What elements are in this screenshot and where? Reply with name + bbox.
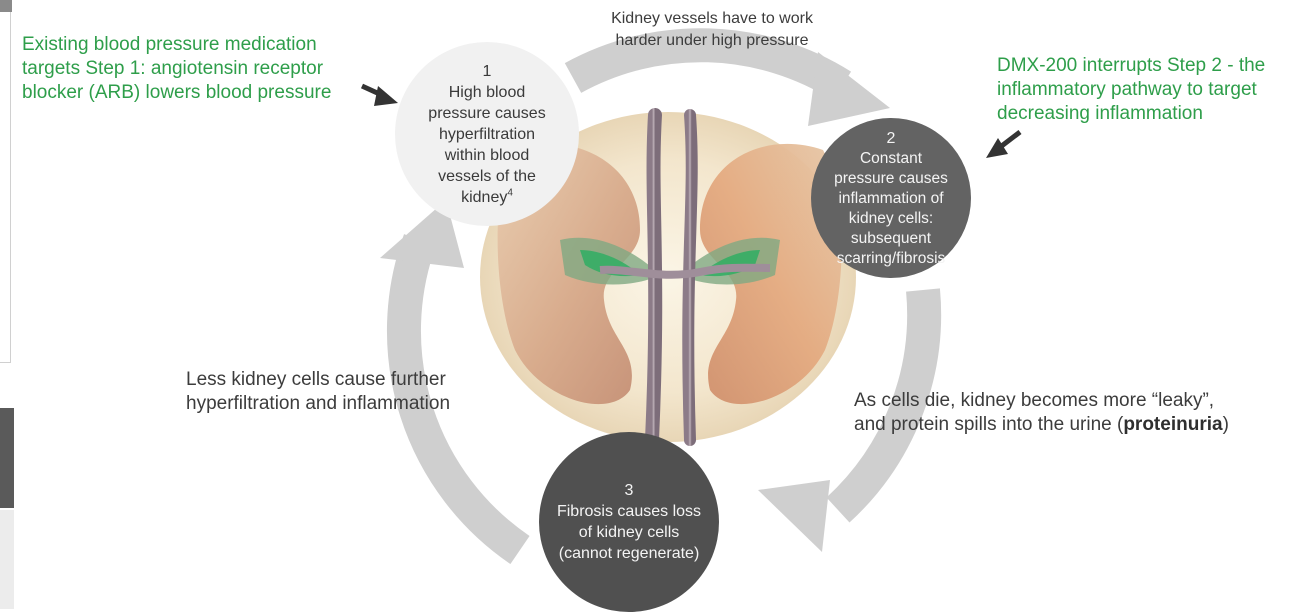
step-text: kidney (461, 189, 507, 206)
note-line: harder under high pressure (580, 30, 844, 52)
step-text-line: scarring/fibrosis (837, 249, 946, 269)
step-text-line: kidney cells: (849, 209, 933, 229)
note-line: targets Step 1: angiotensin receptor (22, 57, 331, 81)
less-cells-note: Less kidney cells cause further hyperfil… (186, 368, 450, 416)
step-text-line: pressure causes (428, 103, 545, 124)
note-line: Kidney vessels have to work (580, 8, 844, 30)
step-text-line: of kidney cells (579, 522, 680, 543)
note-line: Existing blood pressure medication (22, 33, 331, 57)
step-text-line: Constant (860, 149, 922, 169)
vessels-work-note: Kidney vessels have to work harder under… (580, 8, 844, 52)
step-text-line: High blood (449, 82, 526, 103)
step-number: 3 (625, 480, 634, 501)
step-text-line: hyperfiltration (439, 124, 535, 145)
step-2-circle: 2 Constant pressure causes inflammation … (811, 118, 971, 278)
note-line: inflammatory pathway to target (997, 78, 1265, 102)
arrow-pointing-to-step-1-icon (362, 86, 398, 106)
step-1-circle: 1 High blood pressure causes hyperfiltra… (395, 42, 579, 226)
note-line: DMX-200 interrupts Step 2 - the (997, 54, 1265, 78)
note-line: As cells die, kidney becomes more “leaky… (854, 389, 1229, 413)
note-text: ) (1223, 414, 1229, 435)
footnote-ref: 4 (507, 187, 513, 198)
step-text-line: pressure causes (834, 169, 948, 189)
step-text-line: within blood (445, 145, 530, 166)
note-text: and protein spills into the urine ( (854, 414, 1123, 435)
existing-medication-note: Existing blood pressure medication targe… (22, 33, 331, 105)
step-number: 1 (483, 61, 492, 82)
step-3-circle: 3 Fibrosis causes loss of kidney cells (… (539, 432, 719, 612)
step-text-line: (cannot regenerate) (559, 543, 700, 564)
step-text-line: Fibrosis causes loss (557, 501, 701, 522)
note-line: blocker (ARB) lowers blood pressure (22, 81, 331, 105)
note-line: hyperfiltration and inflammation (186, 392, 450, 416)
step-number: 2 (887, 128, 896, 149)
arrow-pointing-to-step-2-icon (986, 132, 1020, 158)
step-text-line: inflammation of (838, 189, 943, 209)
note-line: and protein spills into the urine (prote… (854, 413, 1229, 437)
note-line: Less kidney cells cause further (186, 368, 450, 392)
dmx200-note: DMX-200 interrupts Step 2 - the inflamma… (997, 54, 1265, 126)
step-text-line: kidney4 (461, 187, 513, 208)
step-text-line: subsequent (851, 229, 931, 249)
proteinuria-term: proteinuria (1123, 414, 1222, 435)
note-line: decreasing inflammation (997, 102, 1265, 126)
leaky-kidney-note: As cells die, kidney becomes more “leaky… (854, 389, 1229, 437)
step-text-line: vessels of the (438, 166, 536, 187)
